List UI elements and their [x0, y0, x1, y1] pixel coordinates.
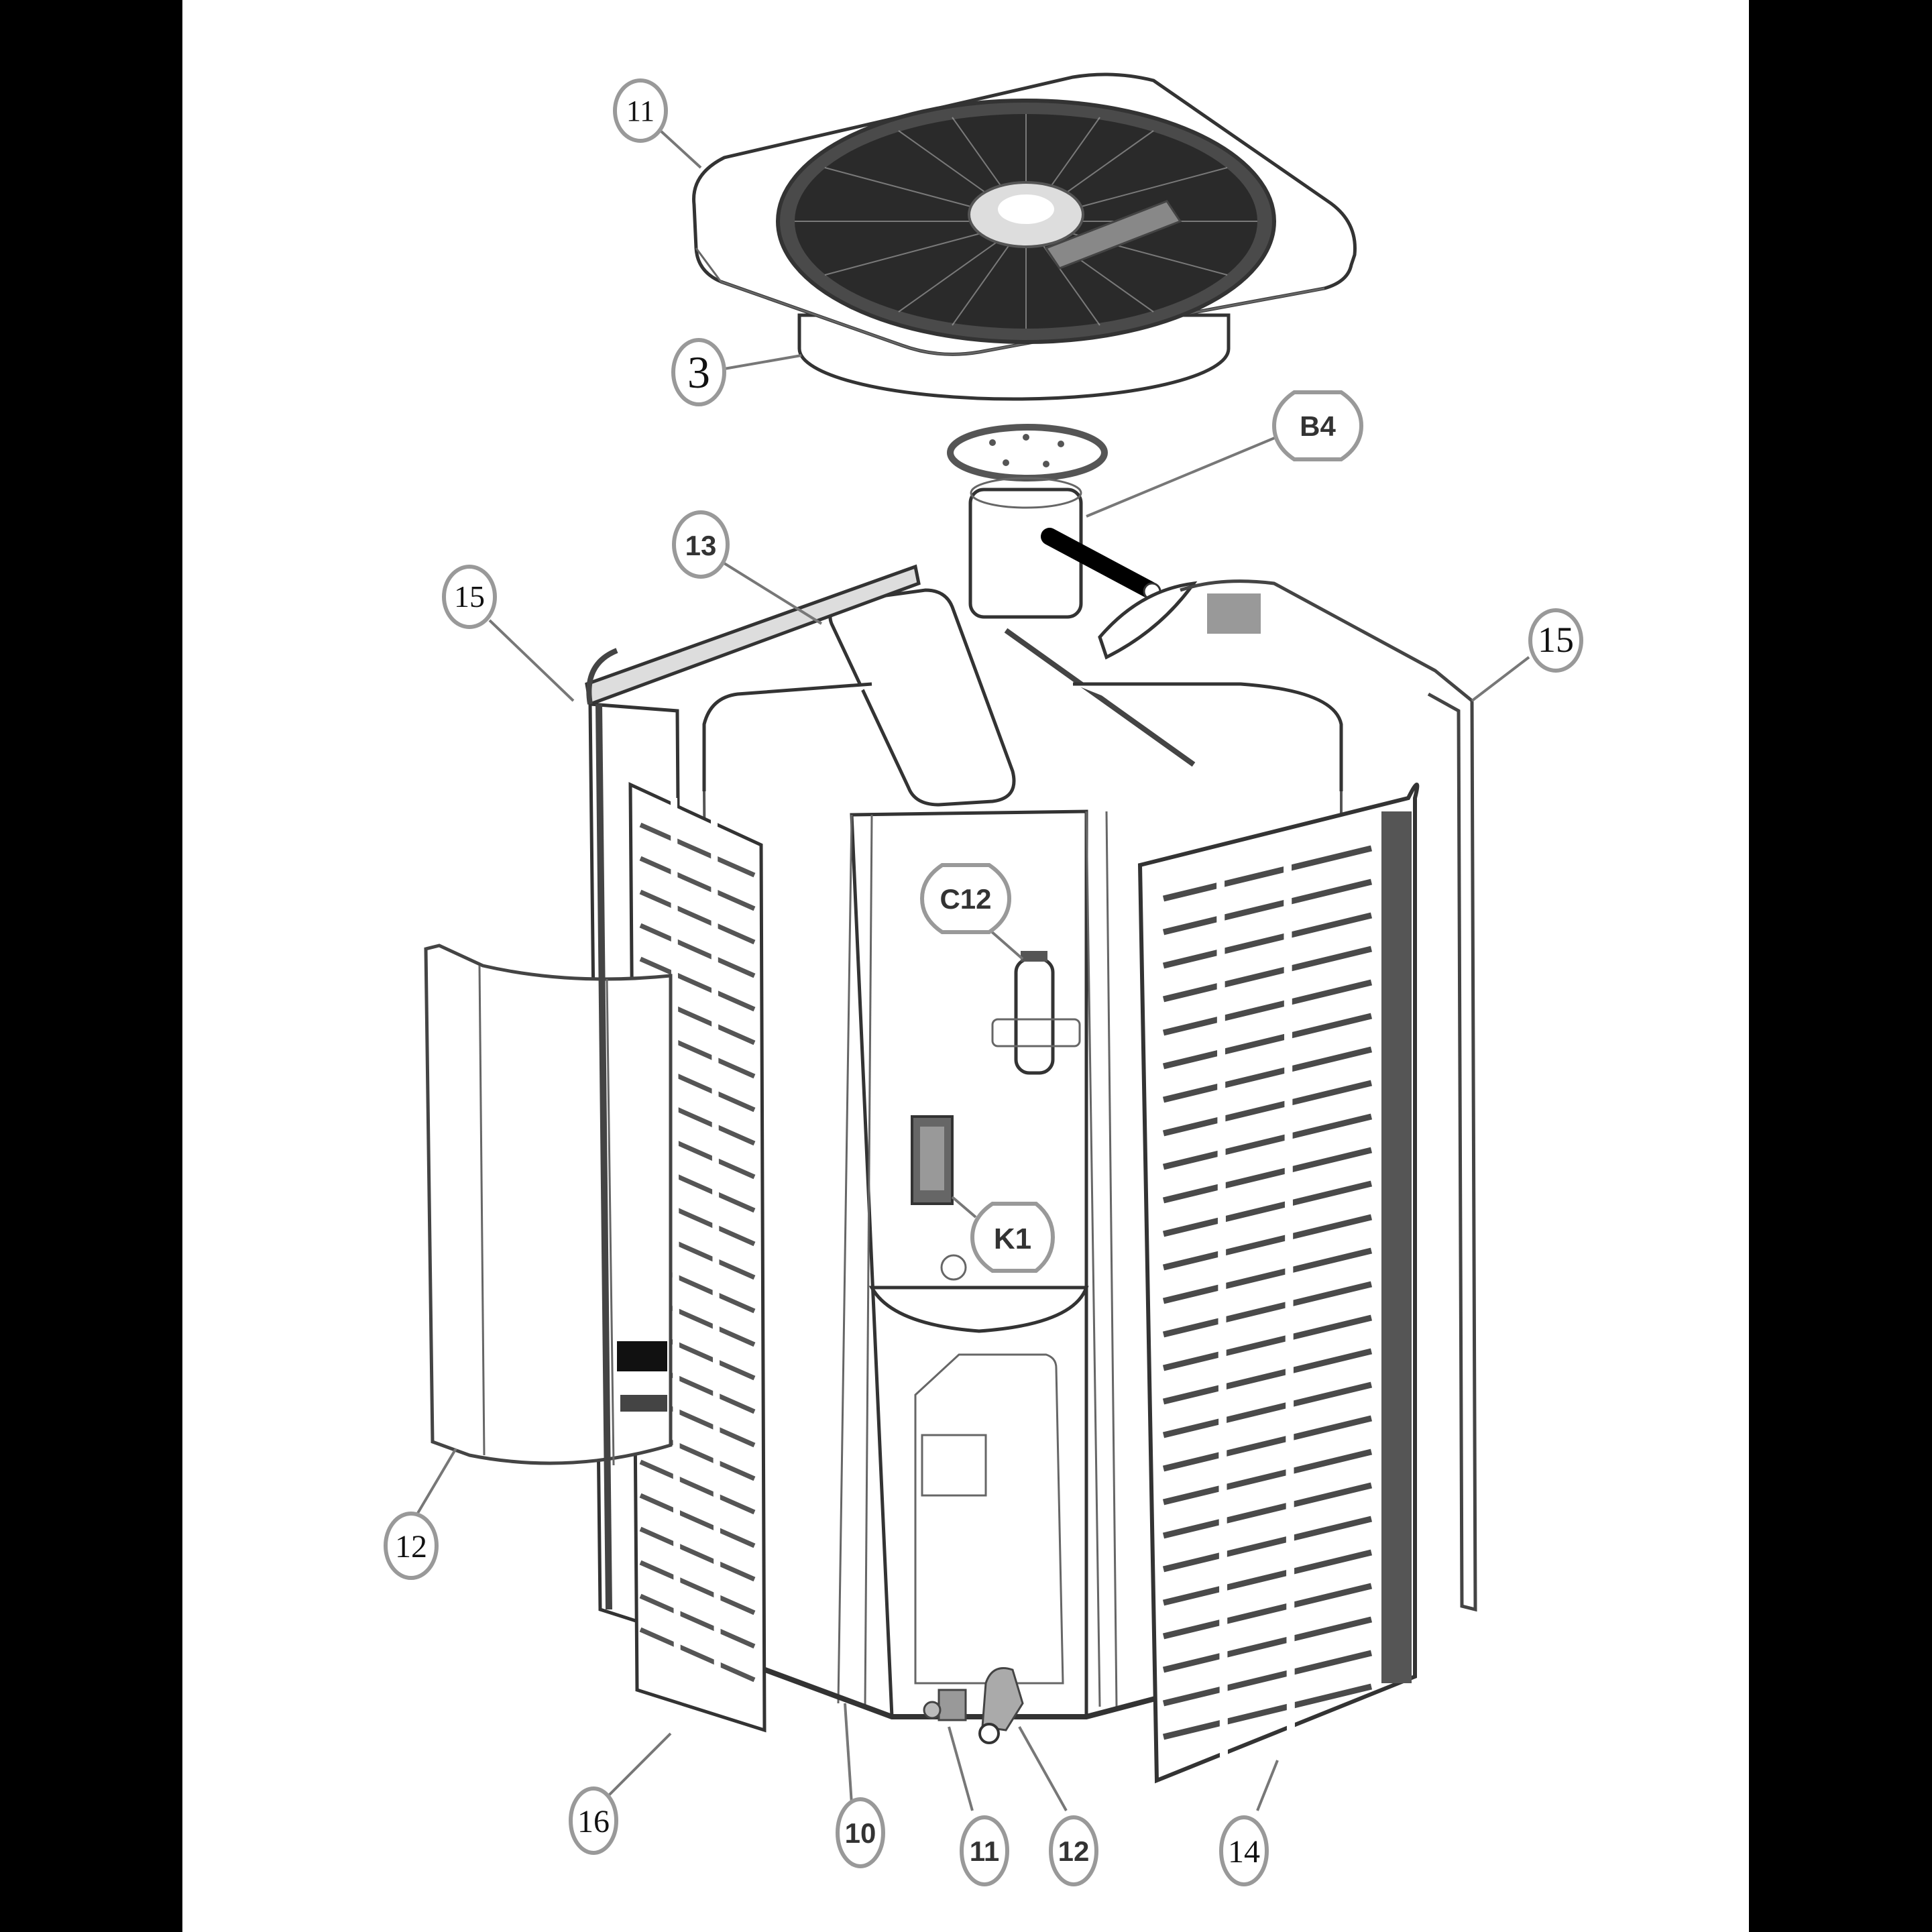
svg-text:K1: K1: [994, 1223, 1031, 1255]
callout-10: 10: [836, 1797, 885, 1868]
svg-text:10: 10: [845, 1817, 876, 1849]
callout-15-left: 15: [442, 565, 497, 629]
svg-text:3: 3: [687, 347, 710, 398]
callout-11-top: 11: [613, 78, 668, 143]
right-louver-grille: [1137, 783, 1420, 1784]
svg-text:12: 12: [395, 1529, 427, 1565]
top-cover-grille: [692, 72, 1357, 401]
left-letterbox-bar: [0, 0, 182, 1932]
right-letterbox-bar: [1749, 0, 1932, 1932]
callout-12-left: 12: [384, 1512, 439, 1580]
run-capacitor: [991, 951, 1081, 1075]
right-coil-guard: [1180, 579, 1477, 1612]
callout-11-bottom: 11: [960, 1815, 1009, 1886]
callout-12-bottom: 12: [1049, 1815, 1098, 1886]
svg-text:B4: B4: [1300, 410, 1336, 442]
svg-text:14: 14: [1228, 1834, 1260, 1870]
svg-text:15: 15: [454, 579, 485, 614]
left-coil-guard: [586, 648, 618, 1610]
svg-text:11: 11: [970, 1835, 999, 1867]
callout-C12: C12: [919, 863, 1012, 934]
contactor: [911, 1115, 967, 1281]
svg-text:11: 11: [626, 95, 655, 127]
svg-text:C12: C12: [940, 883, 991, 915]
left-access-panel: [424, 944, 673, 1466]
callout-B4: B4: [1271, 390, 1364, 461]
leader-lines: [416, 129, 1530, 1811]
callout-14: 14: [1219, 1815, 1269, 1886]
callout-3: 3: [671, 338, 726, 406]
svg-text:12: 12: [1058, 1835, 1090, 1867]
svg-text:15: 15: [1538, 620, 1574, 660]
svg-text:13: 13: [685, 530, 717, 561]
service-valves: [923, 1667, 1024, 1744]
svg-text:16: 16: [577, 1804, 610, 1839]
callout-15-right: 15: [1528, 608, 1583, 673]
callout-13: 13: [672, 510, 730, 579]
callout-16: 16: [569, 1786, 618, 1855]
fan-motor: [947, 424, 1161, 619]
callout-K1: K1: [970, 1202, 1056, 1273]
